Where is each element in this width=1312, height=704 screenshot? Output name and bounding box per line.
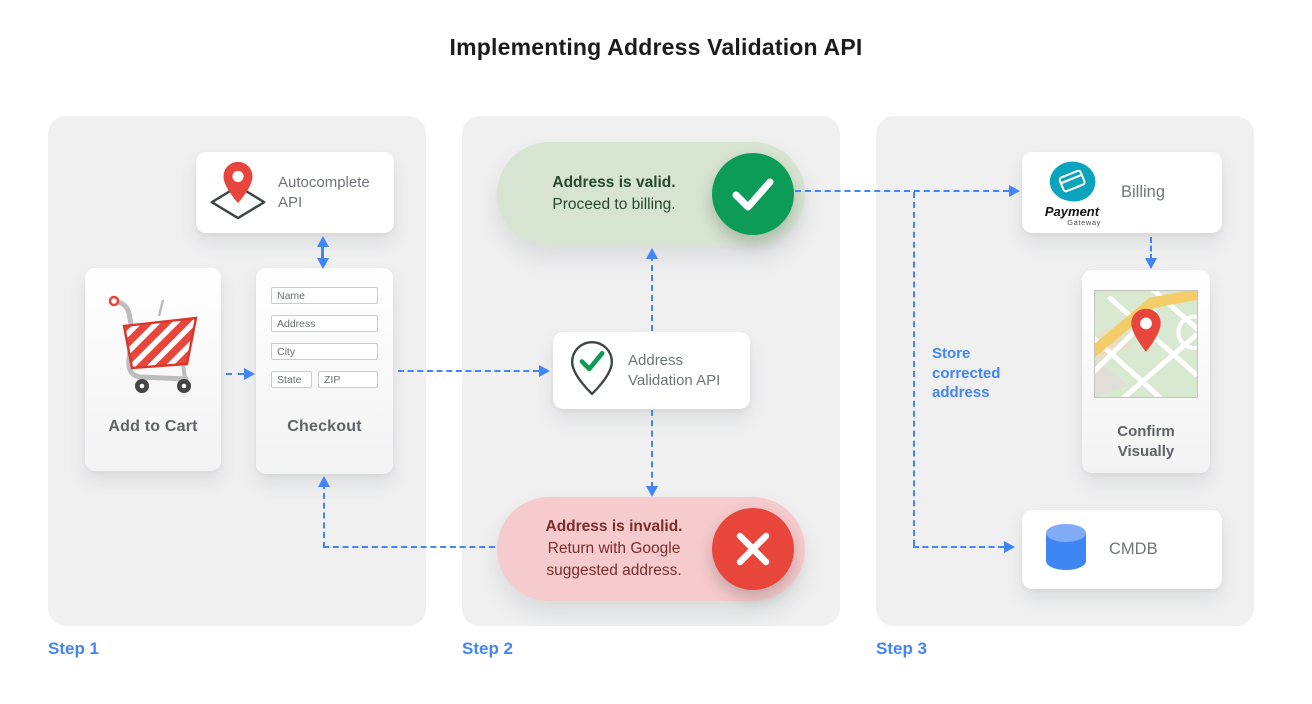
payment-gateway-logo: Payment Gateway — [1039, 159, 1105, 227]
address-invalid-text: Address is invalid. Return with Google s… — [515, 497, 713, 601]
arrowhead-invalid-to-checkout — [318, 476, 330, 487]
payment-gateway-title: Payment — [1044, 203, 1100, 219]
arrowhead-billing-to-confirm — [1145, 258, 1157, 269]
address-invalid-pill: Address is invalid. Return with Google s… — [497, 497, 805, 601]
arrow-cart-to-checkout — [226, 373, 244, 375]
payment-gateway-icon — [1049, 161, 1096, 202]
arrow-checkout-to-validation — [398, 370, 539, 372]
arrow-validation-to-invalid — [651, 410, 653, 488]
add-to-cart-label: Add to Cart — [108, 418, 198, 435]
map-pin-diamond-icon — [209, 160, 267, 225]
arrow-valid-to-billing — [795, 190, 1009, 192]
x-circle-icon — [712, 508, 794, 590]
address-valid-text: Address is valid. Proceed to billing. — [515, 142, 713, 246]
arrow-invalid-to-checkout-horizontal — [323, 546, 495, 548]
name-field: Name — [271, 287, 378, 304]
arrowhead-checkout-to-validation — [539, 365, 550, 377]
city-field: City — [271, 343, 378, 360]
billing-card: Payment Gateway Billing — [1022, 152, 1222, 233]
address-valid-subtitle: Proceed to billing. — [552, 196, 676, 213]
step2-label: Step 2 — [462, 639, 514, 658]
arrowhead-checkout-to-autocomplete — [317, 236, 329, 247]
arrowhead-branch-to-cmdb — [1004, 541, 1015, 553]
cmdb-label: CMDB — [1109, 540, 1158, 558]
step3-label: Step 3 — [876, 639, 928, 658]
state-field: State — [271, 371, 312, 388]
cmdb-card: CMDB — [1022, 510, 1222, 589]
arrow-billing-to-confirm — [1150, 237, 1152, 260]
payment-gateway-subtitle: Gateway — [1067, 217, 1101, 227]
autocomplete-api-card: Autocomplete API — [196, 152, 394, 233]
arrowhead-cart-to-checkout — [244, 368, 255, 380]
store-corrected-address-note: Store corrected address — [932, 345, 1001, 401]
pin-check-icon — [568, 340, 616, 401]
database-cylinder-icon — [1043, 523, 1089, 576]
shopping-cart-icon — [108, 295, 198, 393]
confirm-visually-label: Confirm Visually — [1117, 423, 1175, 461]
confirm-visually-card: Confirm Visually — [1082, 270, 1212, 473]
arrow-invalid-to-checkout-vertical — [323, 483, 325, 548]
zip-field: ZIP — [318, 371, 378, 388]
diagram-title: Implementing Address Validation API — [449, 34, 863, 60]
step1-label: Step 1 — [48, 639, 100, 658]
billing-label: Billing — [1121, 183, 1166, 201]
address-invalid-title: Address is invalid. — [545, 518, 683, 535]
address-invalid-subtitle: Return with Google suggested address. — [546, 540, 682, 579]
arrow-store-branch-horizontal — [913, 546, 1004, 548]
arrowhead-validation-to-invalid — [646, 486, 658, 497]
arrow-checkout-autocomplete-link — [321, 245, 324, 260]
arrowhead-autocomplete-to-checkout — [317, 258, 329, 269]
checkout-card: Name Address City State ZIP Checkout — [256, 268, 393, 474]
arrow-validation-to-valid — [651, 255, 653, 331]
autocomplete-api-label: Autocomplete API — [278, 174, 370, 211]
address-field: Address — [271, 315, 378, 332]
address-valid-title: Address is valid. — [552, 174, 676, 191]
address-validation-api-card: Address Validation API — [553, 332, 750, 409]
address-valid-pill: Address is valid. Proceed to billing. — [497, 142, 805, 246]
address-validation-api-label: Address Validation API — [628, 352, 721, 389]
check-circle-icon — [712, 153, 794, 235]
add-to-cart-card: Add to Cart — [85, 268, 221, 471]
arrowhead-validation-to-valid — [646, 248, 658, 259]
arrow-store-branch-vertical — [913, 192, 915, 546]
checkout-label: Checkout — [287, 418, 362, 435]
map-thumbnail — [1083, 284, 1212, 403]
arrowhead-valid-to-billing — [1009, 185, 1020, 197]
